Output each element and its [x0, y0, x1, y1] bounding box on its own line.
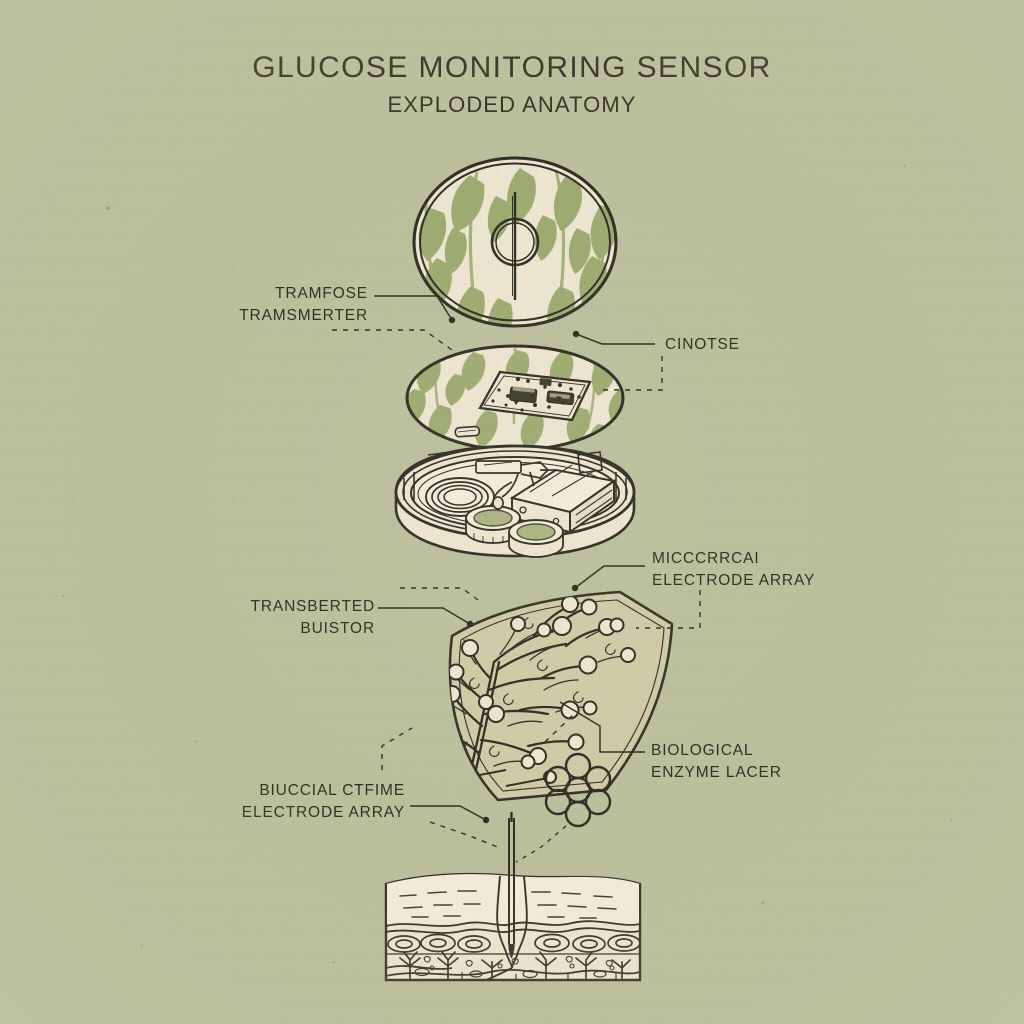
electrode-traces — [449, 595, 636, 787]
label-microcircuit-line-2: ELECTRODE ARRAY — [652, 572, 816, 589]
label-transmitter-line-2: TRAMSMERTER — [239, 307, 368, 324]
label-transmitter: TRAMFOSE TRAMSMERTER — [140, 283, 368, 327]
label-biointerface-line-1: BIUCCIAL CTFIME — [259, 782, 405, 799]
component-flex-membrane — [448, 590, 674, 802]
coil-antenna — [425, 477, 513, 517]
leader-microcircuit — [571, 565, 645, 592]
label-microcircuit-line-1: MICCCRRCAI — [652, 550, 760, 567]
label-microcircuit-electrode-array: MICCCRRCAI ELECTRODE ARRAY — [652, 548, 815, 592]
label-enzyme-line-1: BIOLOGICAL — [651, 742, 754, 759]
component-enzyme-cluster — [544, 752, 612, 828]
leader-cinotse — [572, 330, 655, 345]
label-glucose-cap: CINOTSE — [665, 334, 740, 356]
label-biological-enzyme-layer: BIOLOGICAL ENZYME LACER — [651, 740, 782, 784]
label-enzyme-line-2: ENZYME LACER — [651, 764, 782, 781]
label-biointerface-electrode-array: BIUCCIAL CTFIME ELECTRODE ARRAY — [140, 780, 405, 824]
label-biointerface-line-2: ELECTRODE ARRAY — [241, 804, 405, 821]
connector-assembly — [475, 460, 556, 510]
component-housing-shell — [394, 444, 636, 558]
label-transbered-buistor: TRANSBERTED BUISTOR — [145, 596, 375, 640]
loose-component — [454, 425, 481, 438]
leader-biointerface — [410, 805, 490, 824]
component-top-cap — [412, 156, 618, 328]
leader-transmitter — [374, 295, 456, 324]
callout-leader-lines — [332, 295, 701, 863]
label-glucose-cap-line-1: CINOTSE — [665, 336, 740, 353]
component-skin-cross-section — [384, 812, 642, 982]
leader-enzyme — [559, 701, 645, 753]
label-buistor-line-1: TRANSBERTED — [250, 598, 375, 615]
battery-pack — [509, 464, 617, 534]
printed-circuit-board — [478, 370, 592, 422]
label-transmitter-line-1: TRAMFOSE — [275, 285, 368, 302]
component-pcb-disc — [405, 344, 625, 452]
coin-cell-left — [465, 505, 521, 544]
coin-cell-right — [508, 519, 564, 558]
leader-buistor — [378, 607, 474, 628]
sensor-filament — [508, 812, 515, 959]
label-buistor-line-2: BUISTOR — [300, 620, 375, 637]
